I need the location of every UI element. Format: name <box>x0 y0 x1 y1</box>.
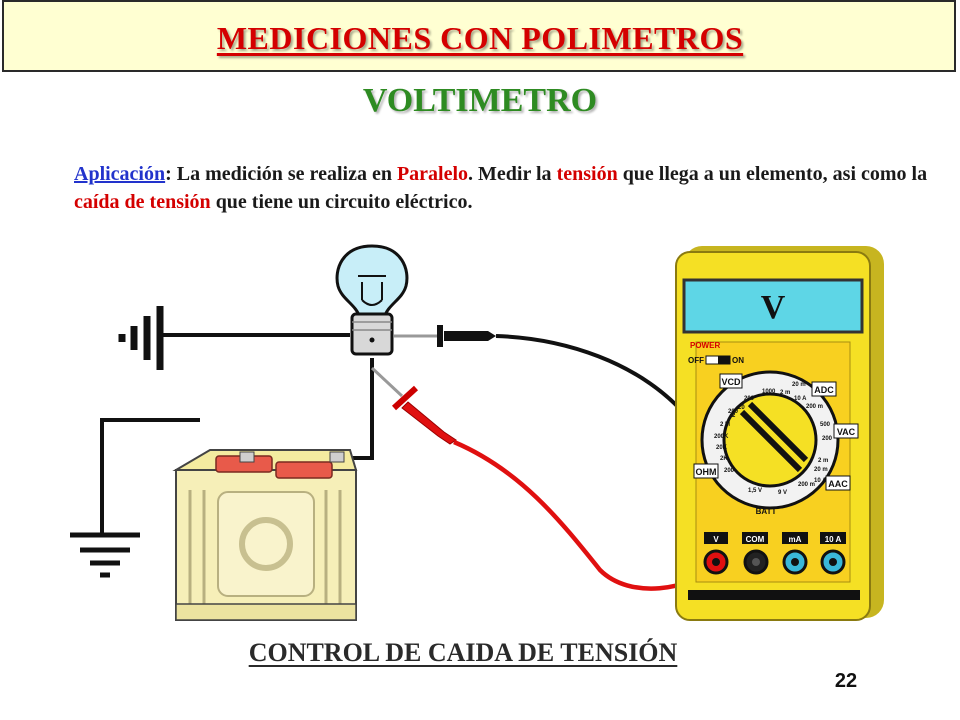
jack-labels: V COM mA 10 A <box>713 535 841 544</box>
dial-value: 10 A <box>794 396 807 402</box>
range-vcd: VCD <box>721 377 741 387</box>
off-label: OFF <box>688 356 704 365</box>
dial-value: 200K <box>714 434 729 440</box>
dial-value: 2 M <box>720 422 730 428</box>
description-part: : La medición se realiza en <box>165 163 397 185</box>
jacks <box>703 532 846 575</box>
page-number: 22 <box>834 670 858 692</box>
range-vac: VAC <box>837 427 856 437</box>
dial-value: 20 m <box>814 467 828 473</box>
power-label: POWER <box>690 341 720 350</box>
footer-caption: CONTROL DE CAIDA DE TENSIÓN <box>248 638 678 667</box>
battery-icon <box>172 449 358 621</box>
dial-value: 9 V <box>778 490 787 496</box>
description-part: que llega a un elemento, asi como la <box>617 163 928 185</box>
multimeter <box>675 246 884 621</box>
dial-value: 20 <box>738 405 745 411</box>
description-lead: Aplicación <box>74 163 166 185</box>
on-label: ON <box>732 356 744 365</box>
dial-values: 1000 200 20 2 200 2 M 200K 20K 2K 200 1,… <box>714 382 833 496</box>
title-box <box>2 0 956 72</box>
range-labels: VCD ADC VAC AAC OHM BATT <box>693 373 859 516</box>
range-batt: BATT <box>756 507 777 516</box>
dial-value: 200 m <box>806 404 823 410</box>
highlight-paralelo: Paralelo <box>396 163 469 185</box>
dial-value: 200 m <box>798 482 815 488</box>
jack-label-v: V <box>713 535 719 544</box>
dial-value: 500 <box>820 422 831 428</box>
range-adc: ADC <box>814 385 834 395</box>
dial-value: 200 <box>724 468 735 474</box>
ground-symbol-top <box>118 306 350 370</box>
dial-value: 2 m <box>780 390 790 396</box>
dial-value: 200 <box>728 409 739 415</box>
dial-value: 20K <box>716 445 728 451</box>
dial-value: 1,5 V <box>748 488 762 494</box>
highlight-tension: tensión <box>556 163 618 185</box>
jack-label-ma: mA <box>789 535 802 544</box>
page-title: MEDICIONES CON POLIMETROS <box>216 20 744 56</box>
dial-value: 2K <box>720 456 728 462</box>
red-probe <box>370 366 718 591</box>
black-probe <box>394 325 724 561</box>
dial-value: 20 m <box>792 382 806 388</box>
range-ohm: OHM <box>696 467 717 477</box>
jack-label-com: COM <box>746 535 765 544</box>
dial-value: 200 <box>822 436 833 442</box>
dial-value: 2 <box>732 413 736 419</box>
range-aac: AAC <box>828 479 848 489</box>
dial-value: 1000 <box>762 389 776 395</box>
description-text: Aplicación: La medición se realiza en Pa… <box>74 160 934 216</box>
dial-value: 10 A <box>814 478 827 484</box>
description-part: . Medir la <box>468 163 557 185</box>
multimeter-display-value: V <box>761 289 786 326</box>
ground-symbol-bottom <box>70 418 200 578</box>
highlight-caida-tension: caída de tensión <box>74 191 211 213</box>
dial-value: 2 m <box>818 458 828 464</box>
wire-bulb-to-battery <box>338 358 374 460</box>
page-subtitle: VOLTIMETRO <box>362 82 598 119</box>
description-part: que tiene un circuito eléctrico. <box>210 191 473 213</box>
bulb-icon <box>335 244 409 356</box>
jack-label-10a: 10 A <box>825 535 842 544</box>
dial-value: 200 <box>744 396 755 402</box>
